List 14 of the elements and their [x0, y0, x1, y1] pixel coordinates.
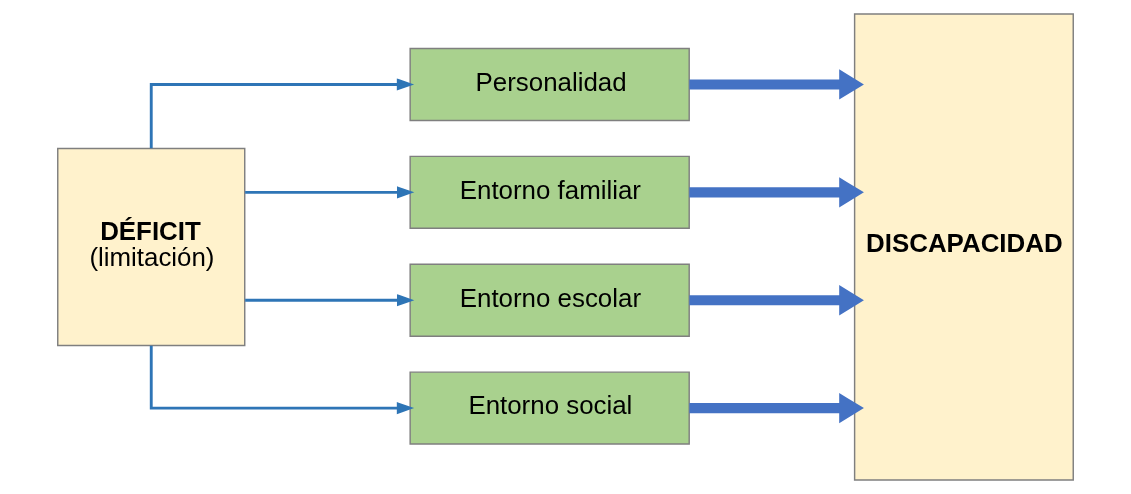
arrow: [149, 78, 415, 149]
node-box: Entorno social: [409, 371, 690, 445]
node-box: Personalidad: [409, 47, 690, 122]
arrow: [689, 177, 864, 208]
arrow: [689, 392, 864, 424]
arrow: [245, 294, 415, 307]
node-box: DÉFICIT (limitación): [57, 147, 246, 347]
node-box: DISCAPACIDAD: [853, 13, 1074, 481]
arrow: [245, 186, 415, 199]
arrow: [149, 345, 415, 415]
arrow: [689, 69, 864, 100]
node-box: Entorno escolar: [409, 263, 690, 337]
arrow: [689, 285, 864, 316]
node-box: Entorno familiar: [409, 155, 690, 229]
